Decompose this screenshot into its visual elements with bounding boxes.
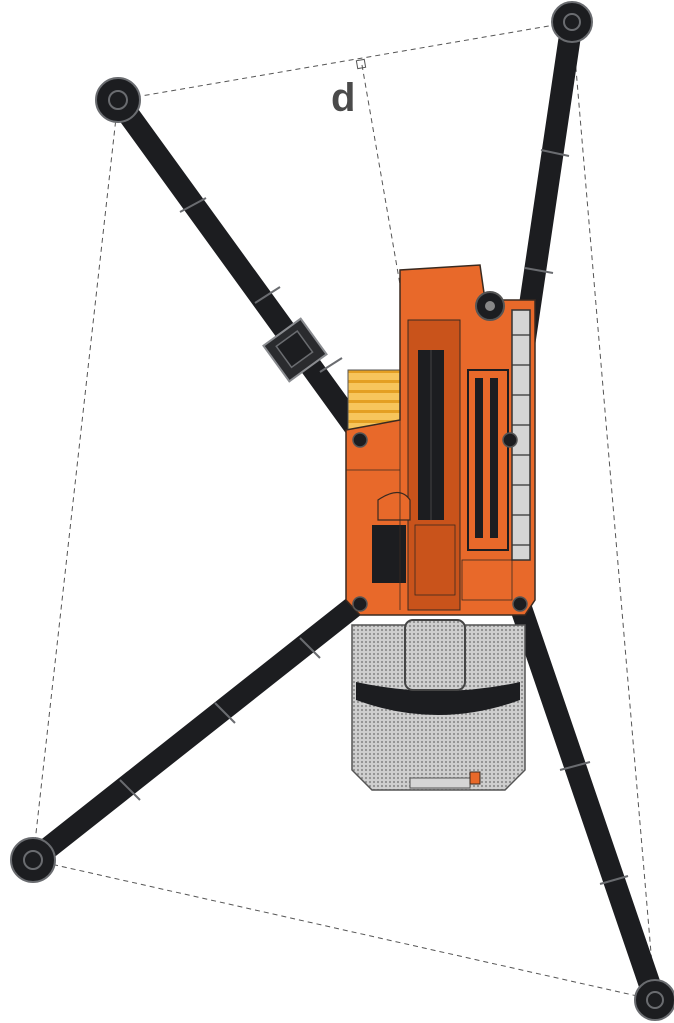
outrigger-footprint	[32, 21, 656, 1001]
counterweight	[347, 369, 401, 431]
outrigger-arm-bottom-left	[22, 589, 373, 871]
pad-top-left-icon	[95, 77, 141, 123]
outrigger-pads	[10, 1, 674, 1021]
jib-mast	[467, 369, 509, 551]
engine-block	[372, 525, 406, 583]
rear-hitch	[469, 771, 481, 785]
pad-bottom-left-icon	[10, 837, 56, 883]
crawler-platform	[351, 619, 526, 791]
outrigger-arms	[22, 11, 666, 1011]
pad-top-right-icon	[551, 1, 593, 43]
outrigger-arm-bottom-right	[509, 594, 666, 1011]
arm-joints	[119, 149, 629, 885]
right-angle-marker	[355, 58, 367, 70]
outrigger-arm-top-left	[107, 89, 379, 456]
pad-bottom-right-icon	[634, 979, 674, 1021]
arm-bracket	[262, 317, 328, 383]
crane-body	[345, 264, 536, 616]
dimension-label: d	[331, 76, 356, 120]
